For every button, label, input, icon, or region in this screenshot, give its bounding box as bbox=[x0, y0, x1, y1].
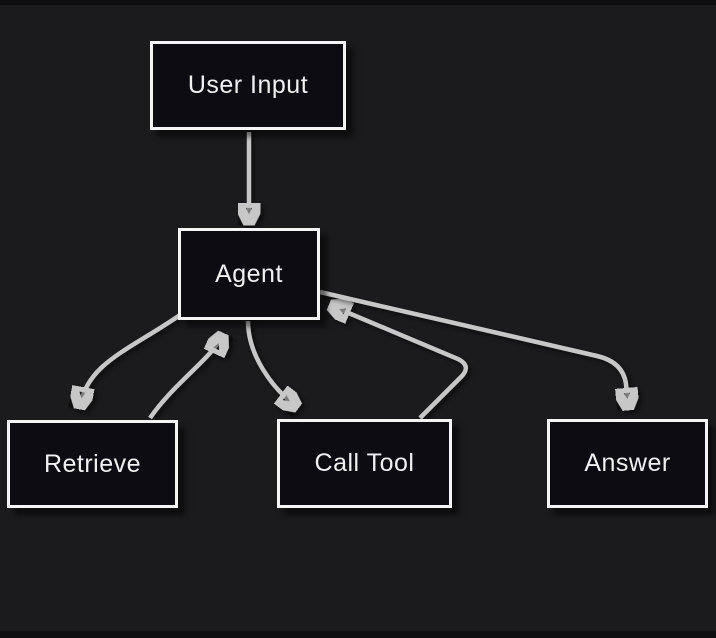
letterbox-top bbox=[0, 0, 716, 5]
node-call-tool-label: Call Tool bbox=[314, 449, 415, 477]
node-user-input-label: User Input bbox=[187, 71, 309, 99]
node-retrieve-label: Retrieve bbox=[43, 449, 142, 478]
node-call-tool: Call Tool bbox=[277, 419, 452, 508]
edge-agent-to-answer bbox=[319, 289, 628, 407]
node-answer: Answer bbox=[547, 419, 708, 508]
node-agent-label: Agent bbox=[215, 259, 283, 288]
node-user-input: User Input bbox=[150, 41, 346, 130]
edge-agent-to-retrieve bbox=[80, 311, 185, 406]
edge-retrieve-to-agent bbox=[148, 336, 222, 420]
node-agent: Agent bbox=[178, 228, 320, 320]
edge-agent-to-call-tool bbox=[245, 320, 296, 406]
node-answer-label: Answer bbox=[584, 449, 671, 477]
node-retrieve: Retrieve bbox=[7, 420, 178, 508]
letterbox-bottom bbox=[0, 631, 716, 638]
edge-call-tool-to-agent bbox=[332, 306, 468, 420]
